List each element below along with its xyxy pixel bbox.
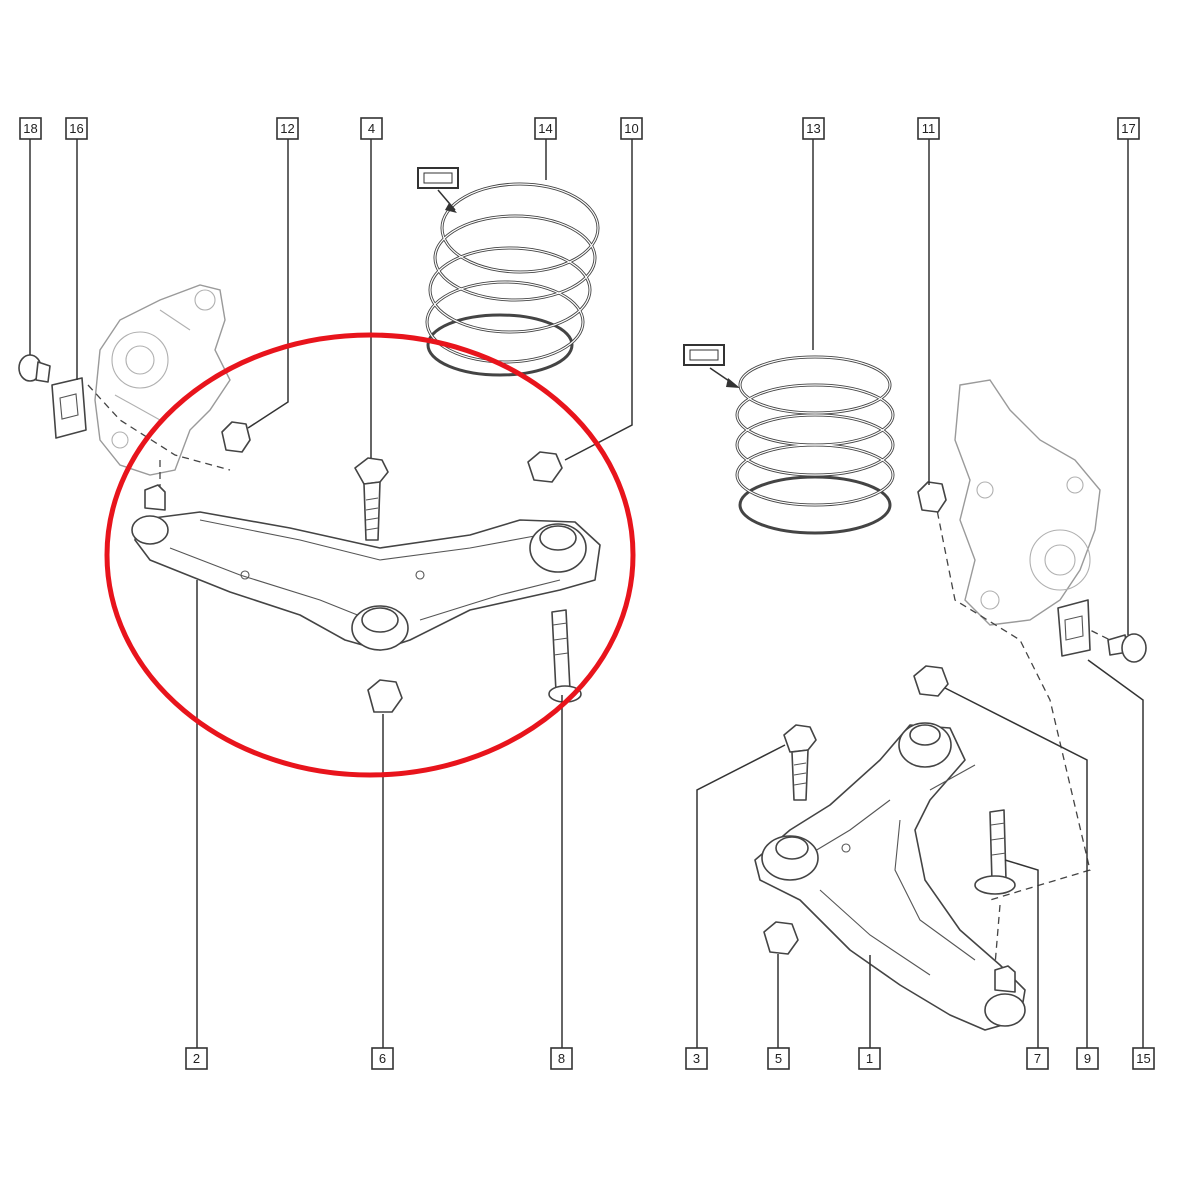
nut-6 (367, 679, 403, 713)
nut-10 (527, 451, 563, 483)
svg-text:18: 18 (23, 121, 37, 136)
svg-text:3: 3 (693, 1051, 700, 1066)
svg-text:2: 2 (193, 1051, 200, 1066)
callout-2: 2 (185, 1047, 208, 1070)
callout-17: 17 (1117, 117, 1140, 140)
callout-5: 5 (767, 1047, 790, 1070)
svg-text:8: 8 (558, 1051, 565, 1066)
left-steering-knuckle (94, 284, 231, 476)
lower-control-arm-1 (754, 722, 1026, 1031)
callout-11: 11 (917, 117, 940, 140)
bolt-4 (354, 457, 389, 541)
callout-12: 12 (276, 117, 299, 140)
leader-lines (29, 138, 1144, 1050)
svg-text:9: 9 (1084, 1051, 1091, 1066)
clip-16 (51, 377, 87, 439)
callout-4: 4 (360, 117, 383, 140)
svg-text:4: 4 (368, 121, 375, 136)
callout-13: 13 (802, 117, 825, 140)
callout-1: 1 (858, 1047, 881, 1070)
nut-5 (763, 921, 799, 955)
right-steering-knuckle (954, 379, 1101, 626)
bolt-17 (1107, 633, 1147, 663)
bolt-18 (18, 354, 51, 383)
callout-9: 9 (1076, 1047, 1099, 1070)
nut-11 (917, 481, 947, 513)
callout-8: 8 (550, 1047, 573, 1070)
assembly-dashed-lines (87, 384, 1111, 966)
spring-14-marker (417, 167, 459, 213)
svg-text:14: 14 (538, 121, 552, 136)
svg-text:5: 5 (775, 1051, 782, 1066)
nut-12 (221, 421, 251, 453)
callout-7: 7 (1026, 1047, 1049, 1070)
callout-18: 18 (19, 117, 42, 140)
svg-text:11: 11 (922, 121, 936, 136)
coil-spring-14 (425, 182, 600, 377)
nut-9 (913, 665, 949, 697)
svg-text:15: 15 (1136, 1051, 1150, 1066)
bolt-3 (783, 724, 817, 801)
svg-text:12: 12 (280, 121, 294, 136)
callout-3: 3 (685, 1047, 708, 1070)
lower-control-arm-2 (131, 484, 601, 651)
callout-10: 10 (620, 117, 643, 140)
svg-text:17: 17 (1121, 121, 1135, 136)
callout-15: 15 (1132, 1047, 1155, 1070)
callout-16: 16 (65, 117, 88, 140)
callout-6: 6 (371, 1047, 394, 1070)
highlight-circle (104, 332, 636, 778)
spring-13-marker (683, 344, 740, 388)
callout-14: 14 (534, 117, 557, 140)
stud-7 (974, 809, 1016, 895)
coil-spring-13 (735, 355, 895, 535)
svg-text:6: 6 (379, 1051, 386, 1066)
clip-15 (1057, 599, 1091, 657)
svg-text:1: 1 (866, 1051, 873, 1066)
svg-text:16: 16 (69, 121, 83, 136)
svg-text:10: 10 (624, 121, 638, 136)
svg-text:7: 7 (1034, 1051, 1041, 1066)
svg-text:13: 13 (806, 121, 820, 136)
